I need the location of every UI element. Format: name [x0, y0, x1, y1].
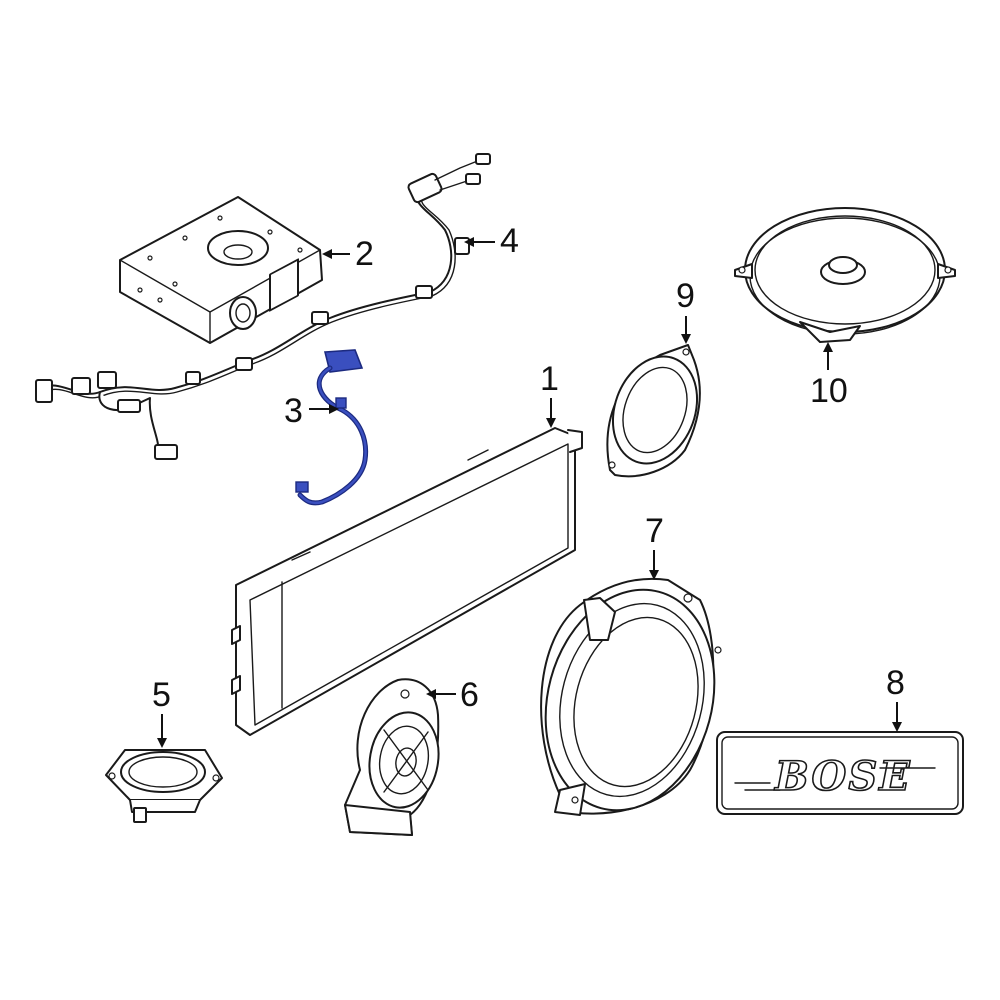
dash-speaker[interactable]	[105, 749, 223, 823]
callout-6: 6	[426, 676, 479, 714]
cable-assembly[interactable]	[295, 349, 369, 506]
coaxial-speaker[interactable]	[734, 207, 956, 343]
callout-number-4: 4	[500, 222, 519, 260]
callout-number-7: 7	[645, 512, 664, 550]
door-speaker[interactable]	[522, 571, 738, 830]
amplifier-unit[interactable]	[119, 196, 323, 344]
callout-number-2: 2	[355, 235, 374, 273]
logo-text: BOSE	[774, 753, 912, 800]
callout-9: 9	[676, 277, 695, 344]
callout-4: 4	[464, 222, 519, 260]
callout-8: 8	[886, 664, 905, 732]
callout-number-1: 1	[540, 360, 559, 398]
callout-3: 3	[284, 392, 339, 430]
wiring-harness[interactable]	[35, 153, 491, 460]
callout-10: 10	[810, 342, 848, 410]
callout-number-3: 3	[284, 392, 303, 430]
callout-number-6: 6	[460, 676, 479, 714]
callout-2: 2	[322, 235, 374, 273]
callout-1: 1	[540, 360, 559, 428]
tweeter-speaker[interactable]	[344, 678, 446, 836]
display-panel[interactable]	[231, 427, 583, 736]
callout-number-9: 9	[676, 277, 695, 315]
callout-7: 7	[645, 512, 664, 580]
callout-number-5: 5	[152, 676, 171, 714]
logo-badge[interactable]: BOSE	[716, 731, 964, 815]
midrange-speaker[interactable]	[599, 344, 712, 478]
callout-5: 5	[152, 676, 171, 748]
callout-number-8: 8	[886, 664, 905, 702]
callout-number-10: 10	[810, 372, 848, 410]
